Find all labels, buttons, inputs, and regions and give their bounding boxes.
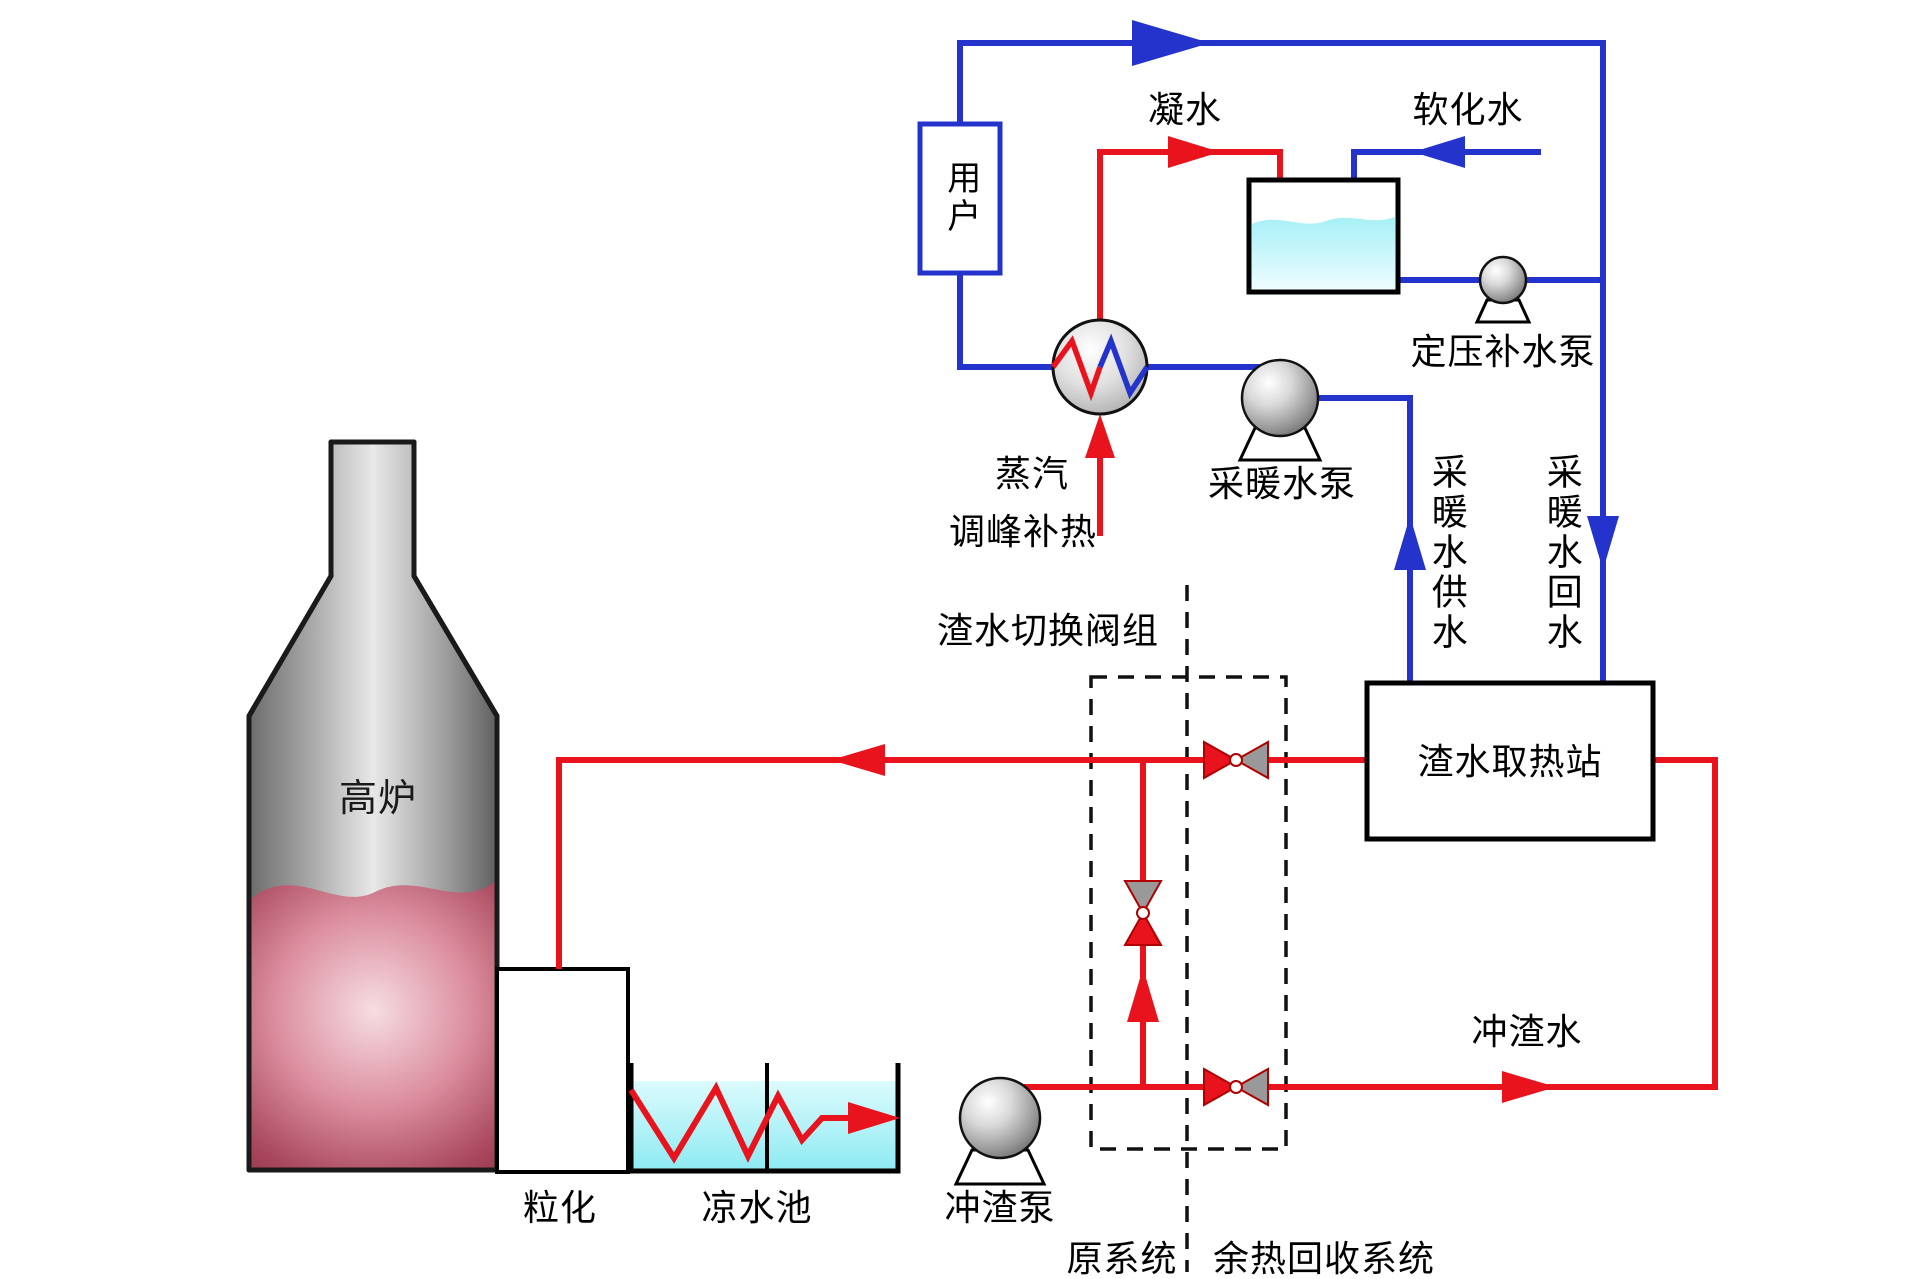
return-loop-line bbox=[957, 40, 1606, 683]
blast-furnace-label: 高炉 bbox=[338, 778, 418, 821]
slag-return-line bbox=[556, 757, 1367, 969]
granulation-box bbox=[495, 967, 630, 1174]
pool-zigzag-flow bbox=[628, 1081, 852, 1164]
tank-water bbox=[1252, 217, 1395, 289]
slag-heat-station-box bbox=[1364, 680, 1656, 842]
valve-bypass bbox=[1123, 880, 1163, 946]
supply-riser-line bbox=[1280, 395, 1413, 683]
peak-supplement-heat-label: 调峰补热 bbox=[948, 511, 1098, 553]
softened-water-arrow bbox=[1413, 136, 1465, 168]
supply-up-arrow bbox=[1394, 516, 1426, 570]
steam-up-arrow bbox=[1085, 414, 1115, 458]
granulation-label: 粒化 bbox=[522, 1187, 598, 1229]
user-box bbox=[917, 121, 1003, 276]
condensate-arrow bbox=[1168, 136, 1220, 168]
heat-recovery-system-label: 余热回收系统 bbox=[1212, 1238, 1436, 1279]
heating-supply-label: 采暖水供水 bbox=[1426, 453, 1468, 653]
blast-furnace bbox=[246, 439, 500, 1173]
softened-water-line bbox=[1351, 149, 1541, 186]
flow-arrows bbox=[831, 20, 1619, 1134]
steam-label: 蒸汽 bbox=[994, 453, 1070, 495]
slag-flushing-pump bbox=[953, 1076, 1047, 1186]
pool-out-arrow bbox=[848, 1102, 900, 1134]
original-system-label: 原系统 bbox=[1066, 1238, 1178, 1279]
return-top-arrow bbox=[1132, 20, 1210, 66]
valve-slag-supply bbox=[1203, 1067, 1269, 1107]
heating-water-pump bbox=[1237, 358, 1323, 462]
pressure-makeup-pump-label: 定压补水泵 bbox=[1410, 331, 1596, 373]
pressure-makeup-pump bbox=[1474, 255, 1532, 324]
valve-slag-return bbox=[1203, 740, 1269, 780]
cold-water-lines bbox=[957, 40, 1606, 683]
slag-heat-station-label: 渣水取热站 bbox=[1417, 741, 1603, 783]
slag-valve-group-label: 渣水切换阀组 bbox=[936, 610, 1160, 652]
molten-slag bbox=[249, 880, 497, 1170]
system-divider bbox=[1089, 585, 1288, 1272]
slag-return-arrow bbox=[831, 744, 885, 776]
bypass-up-arrow bbox=[1127, 968, 1159, 1022]
return-down-arrow bbox=[1587, 516, 1619, 570]
slag-flushing-water-label: 冲渣水 bbox=[1471, 1011, 1583, 1053]
slag-flushing-pump-label: 冲渣泵 bbox=[944, 1187, 1056, 1229]
valves bbox=[1123, 740, 1269, 1107]
user-label: 用户 bbox=[941, 160, 980, 236]
heating-water-pump-label: 采暖水泵 bbox=[1207, 463, 1357, 505]
slag-supply-line bbox=[1000, 757, 1718, 1090]
heating-return-label: 采暖水回水 bbox=[1541, 453, 1583, 653]
valve-group-dashed-box bbox=[1089, 675, 1288, 1151]
cooling-pool-label: 凉水池 bbox=[701, 1187, 813, 1229]
heat-exchanger bbox=[1050, 318, 1150, 416]
makeup-tank bbox=[1246, 177, 1401, 295]
condensate-label: 凝水 bbox=[1147, 89, 1223, 131]
user-to-exchanger-line bbox=[957, 273, 1292, 370]
slag-supply-arrow bbox=[1502, 1071, 1556, 1103]
softened-water-label: 软化水 bbox=[1412, 89, 1524, 131]
